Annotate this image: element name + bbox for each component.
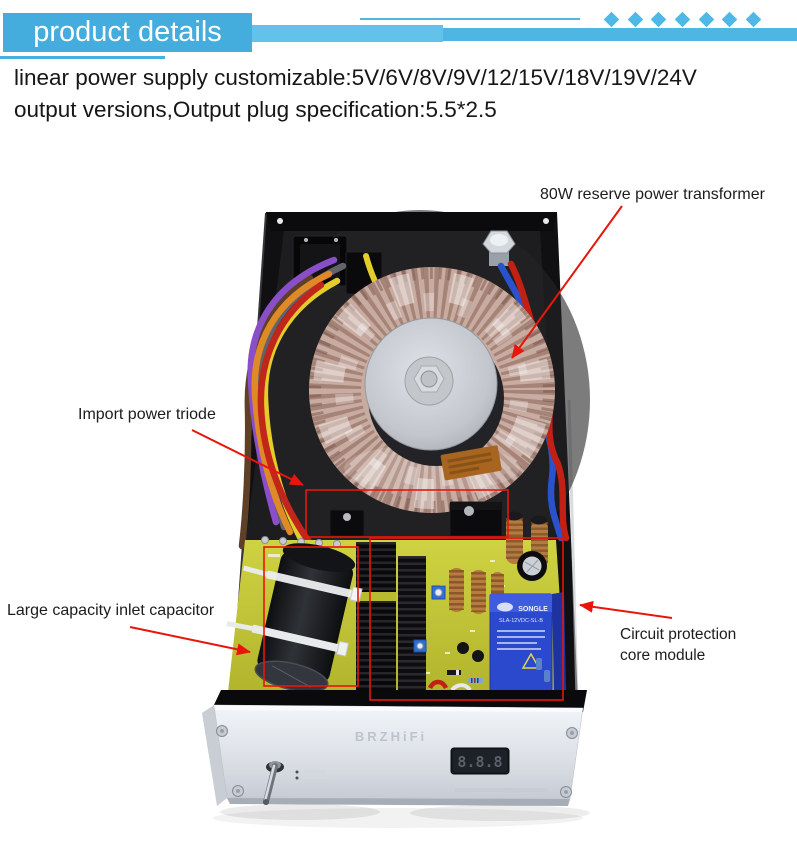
callout-transformer: 80W reserve power transformer (540, 186, 765, 203)
description-line-1: linear power supply customizable:5V/6V/8… (14, 65, 697, 90)
relay-model: SLA-12VDC-SL-B (499, 618, 543, 624)
power-toggle-switch (263, 761, 284, 805)
arrow-triode (191, 429, 304, 486)
highlight-box-triode (305, 489, 509, 538)
shadow (410, 805, 590, 821)
callout-triode: Import power triode (78, 406, 216, 423)
panel-screw (566, 727, 578, 739)
brand-label: BRZHiFi (355, 729, 427, 744)
cable-tie (251, 624, 347, 654)
small-components (413, 585, 550, 692)
relay-brand: SONGLE (518, 606, 548, 613)
panel-screw (232, 785, 244, 797)
callout-protection: Circuit protection core module (620, 624, 736, 666)
callout-capacitor: Large capacity inlet capacitor (7, 602, 215, 619)
panel-screw (560, 786, 572, 798)
header-bar-light (252, 25, 443, 42)
copper-inductors (506, 511, 548, 568)
display-value: 8.8.8 (457, 753, 502, 771)
annotation-overlay (129, 205, 673, 701)
indicator-dot (295, 770, 299, 774)
fuse-holder (482, 230, 516, 266)
section-ribbon: product details (3, 13, 252, 52)
power-triode (329, 501, 503, 537)
led-display: 8.8.8 (450, 747, 510, 775)
section-title: product details (33, 16, 222, 48)
electrolytic-capacitor-small (517, 551, 547, 581)
screw-hole (543, 218, 549, 224)
solder-lugs (261, 536, 341, 548)
shadow (213, 808, 583, 828)
screw-hole (277, 218, 283, 224)
indicator-dot (295, 776, 299, 780)
highlight-box-protection (369, 537, 564, 701)
shadow (220, 804, 380, 820)
panel-screw (216, 725, 228, 737)
wire-harness-left (238, 256, 347, 550)
cable-tie (266, 570, 360, 600)
warning-triangle-icon (521, 652, 541, 669)
filter-capacitor (226, 543, 363, 693)
description-line-2: output versions,Output plug specificatio… (14, 97, 497, 122)
cable-tie-tail (243, 565, 268, 577)
product-description: linear power supply customizable:5V/6V/8… (14, 62, 697, 126)
relay-logo (497, 602, 513, 612)
callout-protection-line1: Circuit protection (620, 626, 737, 643)
arrow-transformer (511, 205, 623, 359)
cable-tie-tail (226, 621, 253, 631)
header-thin-line (360, 18, 580, 20)
toroidal-transformer (309, 267, 555, 513)
highlight-box-capacitor (263, 546, 359, 687)
panel-fine-print (455, 788, 547, 792)
arrow-capacitor (129, 626, 251, 656)
relay: SONGLE SLA-12VDC-SL-B (489, 592, 566, 695)
heatsink (356, 542, 426, 698)
transformer-label (440, 445, 502, 481)
front-panel: BRZHiFi 8.8.8 (202, 704, 584, 806)
ribbon-underline (0, 56, 165, 59)
arrow-protection (579, 600, 673, 619)
callout-protection-line2: core module (620, 647, 706, 664)
header-bar (443, 28, 797, 41)
